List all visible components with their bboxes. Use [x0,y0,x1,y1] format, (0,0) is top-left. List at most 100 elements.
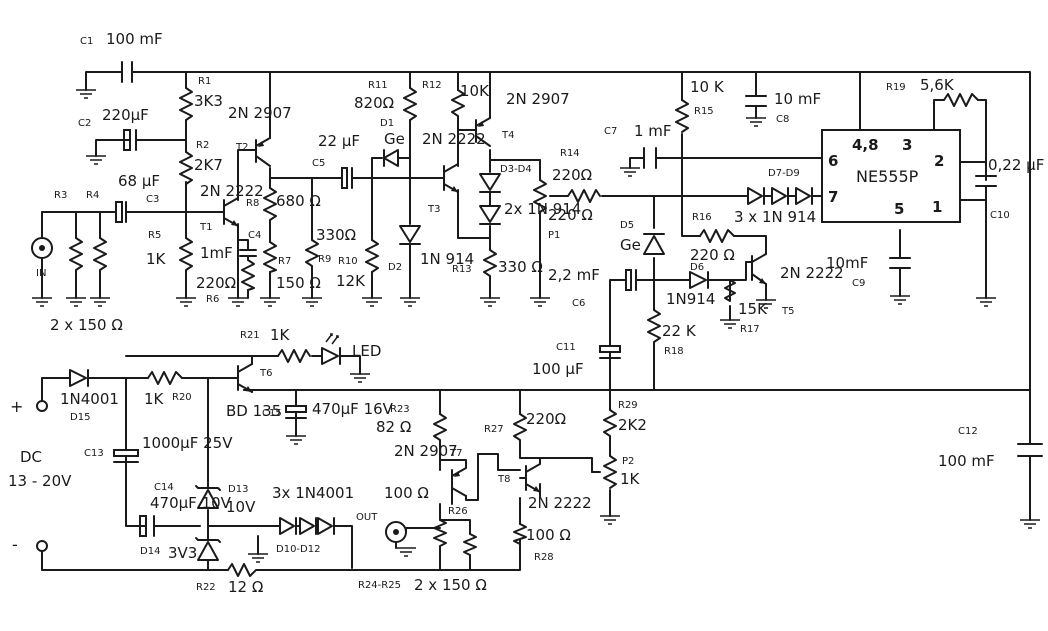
plus-terminal [36,377,48,412]
r8-value: 680 Ω [276,192,321,210]
t6-ref: T6 [259,368,272,379]
r10-ref: R10 [338,256,358,267]
resistor-r9 [305,239,319,271]
r26-value: 100 Ω [384,484,429,502]
capacitor-c2 [123,129,141,151]
diode-d15 [69,369,91,387]
resistor-r4 [93,237,107,277]
r21-value: 1K [270,326,291,344]
r20-value: 1K [144,390,165,408]
capacitor-c7 [643,147,657,169]
d13-type: 10V [226,498,256,516]
r6-value: 220Ω [196,274,236,292]
p1-ref: P1 [548,230,560,241]
r19-ref: R19 [886,82,906,93]
t8-type: 2N 2222 [528,494,592,512]
transistor-t6 [237,363,253,393]
resistor-r14 [567,189,601,203]
resistor-r19 [943,93,979,107]
d7-d9-type: 3 x 1N 914 [734,208,816,226]
resistor-r18 [647,309,661,347]
minus-label: - [12,535,18,554]
ic-ne555p: NE555P 4,8 3 2 6 7 5 1 [821,129,961,223]
r15-ref: R15 [694,106,714,117]
r9-value: 330Ω [316,226,356,244]
r5-ref: R5 [148,230,161,241]
diode-d12 [317,517,335,535]
c11-value: 100 µF [532,360,584,378]
resistor-r13 [483,249,497,281]
t2-type: 2N 2907 [228,104,292,122]
out-label: OUT [356,512,378,523]
minus-terminal [36,540,48,571]
resistor-r15 [675,99,689,133]
r3-r4-value: 2 x 150 Ω [50,316,123,334]
ic-pin-4-8: 4,8 [852,136,879,154]
c8-value: 10 mF [774,90,821,108]
output-connector [385,521,407,549]
r3-ref: R3 [54,190,67,201]
r22-value: 12 Ω [228,578,263,596]
d6-ref: D6 [690,262,704,273]
capacitor-c13 [113,449,139,467]
resistor-r27 [513,413,527,447]
t7-ref: T7 [449,448,462,459]
c12-ref: C12 [958,426,978,437]
ic-pin-3: 3 [902,136,912,154]
c14-value: 470µF 10V [150,494,232,512]
c9-value: 10mF [826,254,868,272]
r14-value: 220Ω [552,166,592,184]
led [321,333,341,365]
diode-d6 [689,271,713,289]
d3-d4-type: 2x 1N 914 [504,200,581,218]
r29-ref: R29 [618,400,638,411]
r2-ref: R2 [196,140,209,151]
c14-ref: C14 [154,482,174,493]
c11-ref: C11 [556,342,576,353]
c4-ref: C4 [248,230,261,241]
resistor-r6 [241,259,255,291]
r7-value: 150 Ω [276,274,321,292]
t2-ref: T2 [235,142,248,153]
r20-ref: R20 [172,392,192,403]
capacitor-c3 [115,201,127,223]
r18-ref: R18 [664,346,684,357]
diode-d8 [771,187,797,205]
resistor-r25 [463,533,477,561]
c7-value: 1 mF [634,122,672,140]
d3-d4-ref: D3-D4 [500,164,532,175]
r17-ref: R17 [740,324,760,335]
r1-value: 3K3 [194,92,223,110]
r16-value: 220 Ω [690,246,735,264]
r19-value: 5,6K [920,76,955,94]
r1-ref: R1 [198,76,211,87]
zener-d13 [195,485,221,509]
d7-d9-ref: D7-D9 [768,168,800,179]
diode-d3 [479,173,501,207]
capacitor-c11 [599,345,621,365]
r29-value: 2K2 [618,416,647,434]
dc-label: DC [20,448,42,466]
ground-symbols [32,89,1040,563]
c1-value: 100 mF [106,30,163,48]
resistor-r7 [263,241,277,273]
diode-d7 [747,187,773,205]
d2-ref: D2 [388,262,402,273]
transistor-t7 [451,453,479,501]
resistor-r2 [179,151,193,185]
capacitor-c14 [139,515,161,537]
resistor-r1 [179,87,193,121]
r24-r25-value: 2 x 150 Ω [414,576,487,594]
d15-ref: D15 [70,412,90,423]
transistor-t8 [519,457,593,499]
r17-value: 15K [738,300,768,318]
c15-ref: C15 [262,408,282,419]
r12-ref: R12 [422,80,442,91]
t3-ref: T3 [427,204,440,215]
c9-ref: C9 [852,278,865,289]
r27-ref: R27 [484,424,504,435]
c2-value: 220µF [102,106,149,124]
c5-value: 22 µF [318,132,360,150]
ic-pin-5: 5 [894,200,904,218]
transistor-t1 [223,197,239,227]
